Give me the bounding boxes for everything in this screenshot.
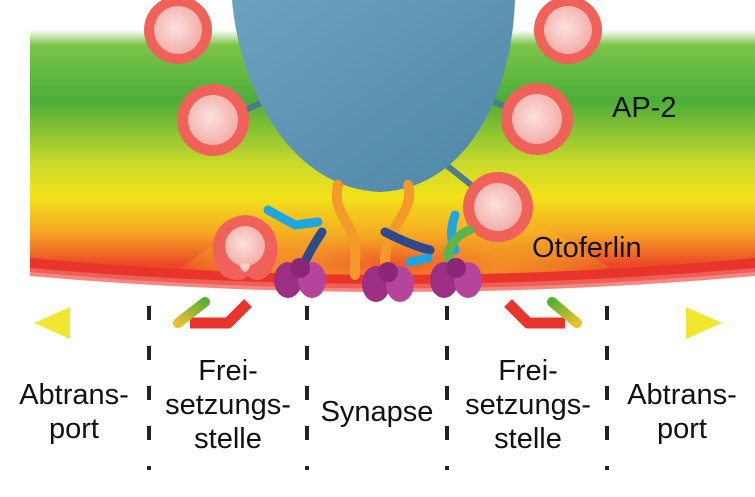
vesicle bbox=[144, 0, 212, 64]
label-left-transport: Abtrans- port bbox=[19, 379, 129, 445]
label-right-transport: Abtrans- port bbox=[627, 379, 737, 445]
right-transport-arrow bbox=[504, 297, 722, 339]
channel bbox=[430, 258, 482, 298]
channel bbox=[362, 262, 414, 302]
label-right-release-site: Frei- setzungs- stelle bbox=[465, 355, 591, 455]
zone-separators bbox=[147, 306, 609, 470]
vesicle bbox=[177, 84, 249, 156]
label-left-release-site: Frei- setzungs- stelle bbox=[165, 355, 291, 455]
label-otoferlin: Otoferlin bbox=[532, 232, 642, 264]
calcium-channels bbox=[274, 258, 482, 302]
vesicle bbox=[463, 172, 533, 242]
synaptic-ribbon bbox=[232, 0, 515, 192]
left-transport-arrow bbox=[34, 297, 252, 339]
vesicle bbox=[501, 83, 573, 155]
label-synapse: Synapse bbox=[320, 396, 434, 428]
fusing-vesicle bbox=[212, 215, 278, 281]
tethering-proteins bbox=[263, 180, 475, 280]
vesicle bbox=[534, 0, 602, 64]
channel bbox=[274, 258, 326, 298]
label-ap2: AP-2 bbox=[612, 92, 677, 124]
vesicles bbox=[144, 0, 602, 281]
